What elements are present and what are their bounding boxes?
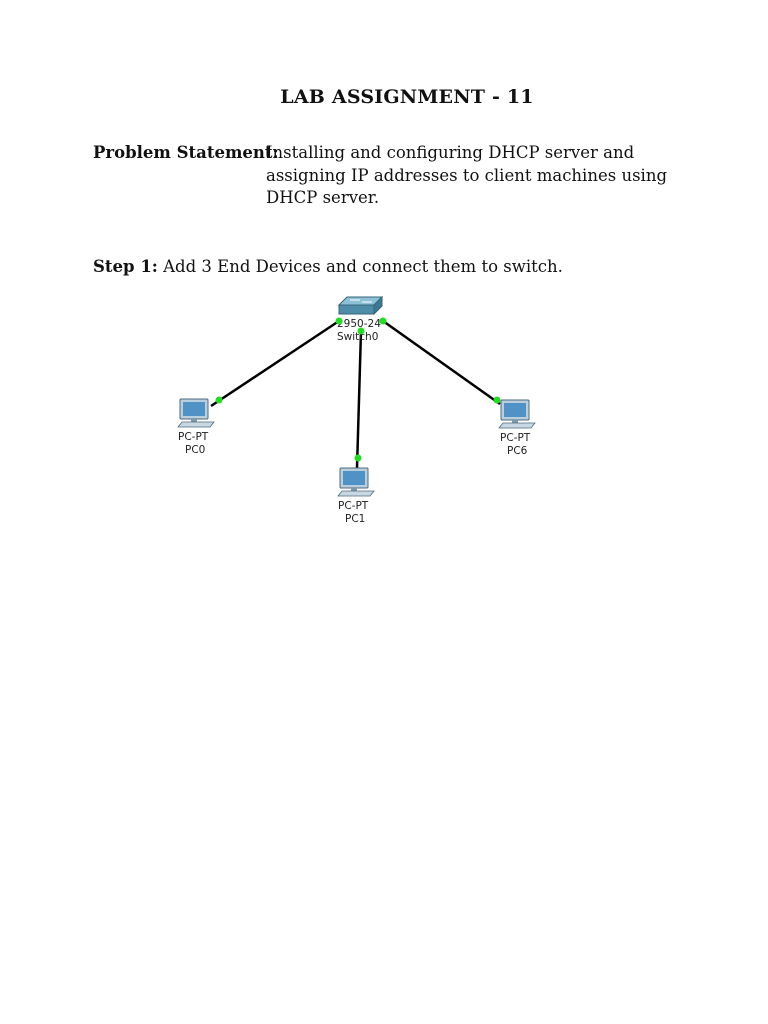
pc6-type-label: PC-PT xyxy=(500,432,531,444)
switch-model-label: 2950-24 xyxy=(337,318,381,330)
pc0-type-label: PC-PT xyxy=(178,431,209,443)
port-indicator xyxy=(354,454,362,462)
switch-icon xyxy=(337,295,384,316)
pc1-type-label: PC-PT xyxy=(338,500,369,512)
link-switch-pc6 xyxy=(382,319,501,406)
pc6[interactable]: PC-PT PC6 xyxy=(498,399,536,457)
pc0[interactable]: PC-PT PC0 xyxy=(177,398,215,456)
step-1: Step 1: Add 3 End Devices and connect th… xyxy=(93,256,563,278)
pc-icon xyxy=(498,399,536,429)
pc1[interactable]: PC-PT PC1 xyxy=(337,467,375,525)
port-indicator xyxy=(379,317,387,325)
pc0-name-label: PC0 xyxy=(185,444,205,456)
port-indicator xyxy=(215,396,223,404)
step-1-text: Add 3 End Devices and connect them to sw… xyxy=(163,257,563,276)
port-indicator xyxy=(493,396,501,404)
switch0[interactable]: 2950-24 Switch0 xyxy=(337,295,384,343)
page-title: LAB ASSIGNMENT - 11 xyxy=(280,86,534,108)
problem-statement-text: Installing and configuring DHCP server a… xyxy=(266,143,668,207)
pc6-name-label: PC6 xyxy=(507,445,528,457)
port-indicator xyxy=(357,327,365,335)
pc-icon xyxy=(337,467,375,497)
pc-icon xyxy=(177,398,215,428)
link-switch-pc1 xyxy=(355,330,363,469)
problem-statement-label: Problem Statement: xyxy=(93,143,279,162)
port-indicator xyxy=(335,317,343,325)
pc1-name-label: PC1 xyxy=(345,513,365,525)
link-switch-pc0 xyxy=(210,319,340,408)
step-1-label: Step 1: xyxy=(93,257,158,276)
switch-name-label: Switch0 xyxy=(337,331,378,343)
